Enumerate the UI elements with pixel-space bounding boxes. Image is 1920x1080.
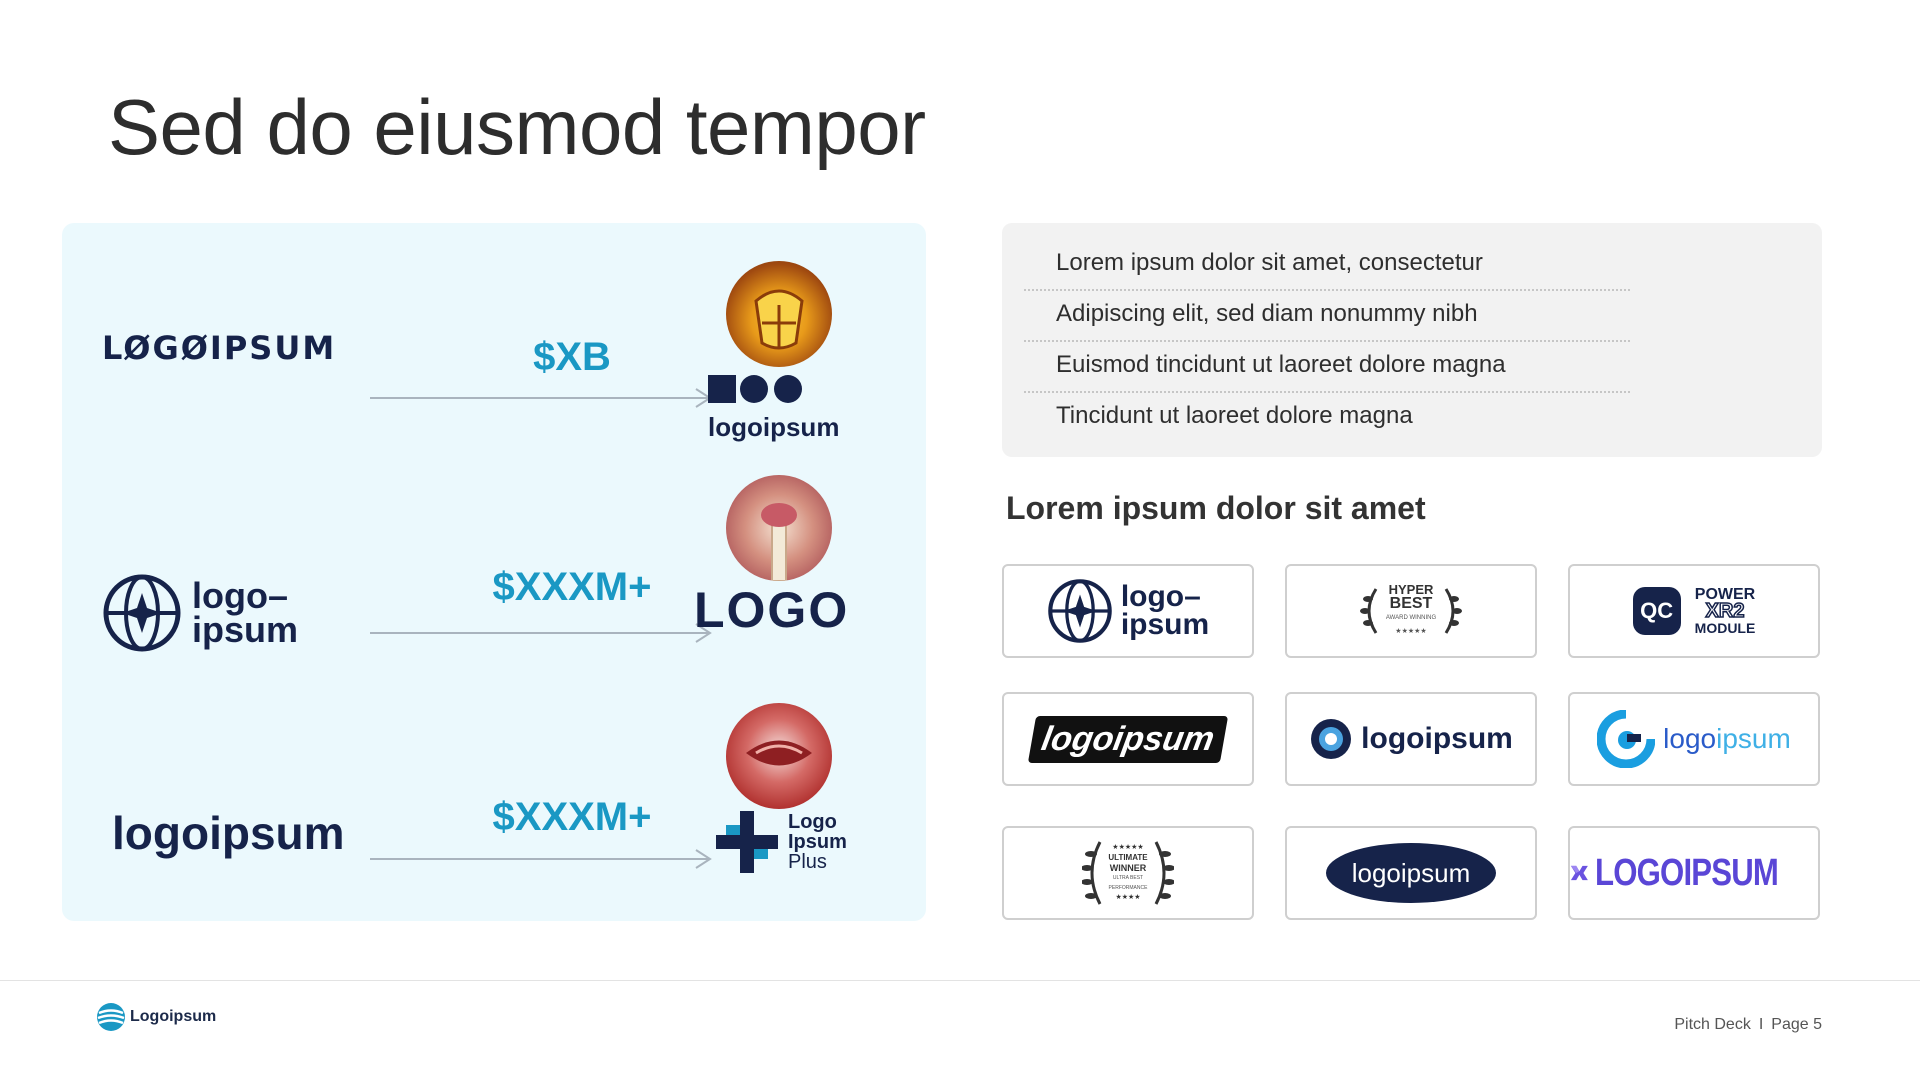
partner-logo-card: logoipsum — [1285, 826, 1537, 920]
partner-logo-text: LOGOIPSUM — [1594, 851, 1779, 894]
source-logo-line: ipsum — [192, 609, 299, 650]
dest-logo-line: Logo — [788, 811, 837, 833]
product-photo — [726, 475, 832, 581]
laurel-right-icon — [1154, 841, 1174, 905]
partner-logo-text: POWER — [1694, 585, 1756, 603]
footer-separator: I — [1758, 1016, 1764, 1033]
partners-heading: Lorem ipsum dolor sit amet — [1006, 490, 1426, 526]
stars-icon: ★★★★★ — [1395, 628, 1427, 635]
partner-logo-wordmark: logoipsum — [1027, 715, 1229, 763]
stars-icon: ★★★★ — [1115, 894, 1141, 901]
award-text: ULTRA BEST — [1112, 875, 1144, 881]
product-photo — [726, 703, 832, 809]
partner-logo-text: XR2 — [1705, 599, 1745, 622]
globe-star-icon — [103, 574, 181, 652]
source-logo-line: logo– — [192, 575, 288, 616]
source-logo: logo– ipsum — [102, 533, 422, 693]
award-text: ULTIMATE — [1108, 853, 1148, 862]
ellipse-logo: logoipsum — [1326, 843, 1496, 903]
partner-logo-text: MODULE — [1694, 619, 1756, 636]
partner-logo-text: logo — [1663, 723, 1717, 754]
partner-logo-card: QC POWER XR2 MODULE — [1568, 564, 1820, 658]
list-item: Adipiscing elit, sed diam nonummy nibh — [1056, 300, 1478, 327]
arrow-icon — [370, 388, 712, 408]
partner-logo-card: logo– ipsum — [1002, 564, 1254, 658]
deal-row: logo– ipsum $XXXM+ LOGO — [62, 463, 926, 663]
deal-row: LØGØIPSUM $XB logoipsum — [62, 223, 926, 442]
laurel-left-icon — [1359, 588, 1378, 634]
bullet-list-box: Lorem ipsum dolor sit amet, consectetur … — [1002, 223, 1822, 457]
divider — [1024, 340, 1630, 342]
source-logo: logoipsum — [102, 793, 422, 873]
partner-logo-wordmark: logoipsum — [1663, 723, 1791, 755]
dest-logo: LOGO — [694, 581, 849, 639]
source-logo-text: logoipsum — [112, 807, 345, 859]
award-text: PERFORMANCE — [1108, 885, 1148, 891]
arrow-icon — [370, 849, 712, 869]
footer-brand-text: Logoipsum — [130, 1008, 217, 1025]
dest-logo: logoipsum — [708, 373, 858, 443]
partner-logo-card: logoipsum — [1568, 692, 1820, 786]
deal-row: logoipsum $XXXM+ Logo Ipsum Plus — [62, 693, 926, 893]
partner-logo-text: logoipsum — [1351, 857, 1471, 888]
plus-cross-icon — [716, 811, 778, 873]
list-item: Tincidunt ut laoreet dolore magna — [1056, 402, 1413, 429]
dest-logo: Logo Ipsum Plus — [716, 811, 847, 873]
deal-amount: $XXXM+ — [492, 795, 652, 839]
partner-logo-text: ipsum — [1716, 723, 1791, 754]
partner-logo-card: HYPER BEST AWARD WINNING ★★★★★ — [1285, 564, 1537, 658]
swirl-icon — [1597, 710, 1656, 768]
qc-badge-text: QC — [1640, 598, 1674, 623]
laurel-right-icon — [1444, 588, 1463, 634]
acquisitions-panel: LØGØIPSUM $XB logoipsum — [62, 223, 926, 921]
partner-logo-card: ★★★★★ ULTIMATE WINNER ULTRA BEST PERFORM… — [1002, 826, 1254, 920]
award-text: AWARD WINNING — [1385, 615, 1437, 621]
footer-divider — [0, 980, 1920, 981]
page-title: Sed do eiusmod tempor — [108, 83, 926, 171]
deal-amount: $XXXM+ — [492, 565, 652, 609]
dest-logo-text: logoipsum — [708, 412, 840, 442]
qc-badge-icon: QC — [1632, 587, 1681, 635]
award-text: BEST — [1389, 595, 1433, 612]
divider — [1024, 289, 1630, 291]
footer-pagination: Pitch Deck I Page 5 — [1674, 1016, 1822, 1034]
footer-brand: Logoipsum — [96, 1002, 216, 1032]
page-number: Page 5 — [1771, 1016, 1822, 1033]
partner-logo-card: logoipsum — [1002, 692, 1254, 786]
wave-logo-icon — [97, 1003, 125, 1031]
award-text: HYPER — [1388, 582, 1434, 597]
product-photo — [726, 261, 832, 367]
partner-logo-card: LOGOIPSUM — [1568, 826, 1820, 920]
laurel-left-icon — [1082, 841, 1102, 905]
dest-logo-text: LOGO — [694, 582, 850, 638]
deal-amount: $XB — [533, 335, 611, 379]
arrow-icon — [370, 623, 712, 643]
dest-logo-line: Ipsum — [788, 831, 847, 853]
partner-logo-card: logoipsum — [1285, 692, 1537, 786]
source-logo-text: LØGØIPSUM — [102, 329, 337, 367]
partner-logo-text: ipsum — [1120, 608, 1210, 641]
list-item: Lorem ipsum dolor sit amet, consectetur — [1056, 249, 1483, 276]
shapes-mark-icon — [708, 375, 802, 403]
footer-doc-title: Pitch Deck — [1674, 1016, 1751, 1033]
globe-star-icon — [1048, 579, 1112, 643]
partner-logo-text: logoipsum — [1361, 722, 1513, 755]
divider — [1024, 391, 1630, 393]
dest-logo-line: Plus — [788, 851, 827, 873]
stars-icon: ★★★★★ — [1112, 844, 1144, 851]
ring-icon — [1311, 719, 1352, 759]
award-text: WINNER — [1109, 863, 1147, 873]
partner-logo-text: logoipsum — [1038, 719, 1218, 758]
stylized-m-icon — [1570, 865, 1588, 881]
partner-logo-text: logo– — [1120, 580, 1201, 613]
list-item: Euismod tincidunt ut laoreet dolore magn… — [1056, 351, 1506, 378]
source-logo: LØGØIPSUM — [102, 223, 422, 473]
